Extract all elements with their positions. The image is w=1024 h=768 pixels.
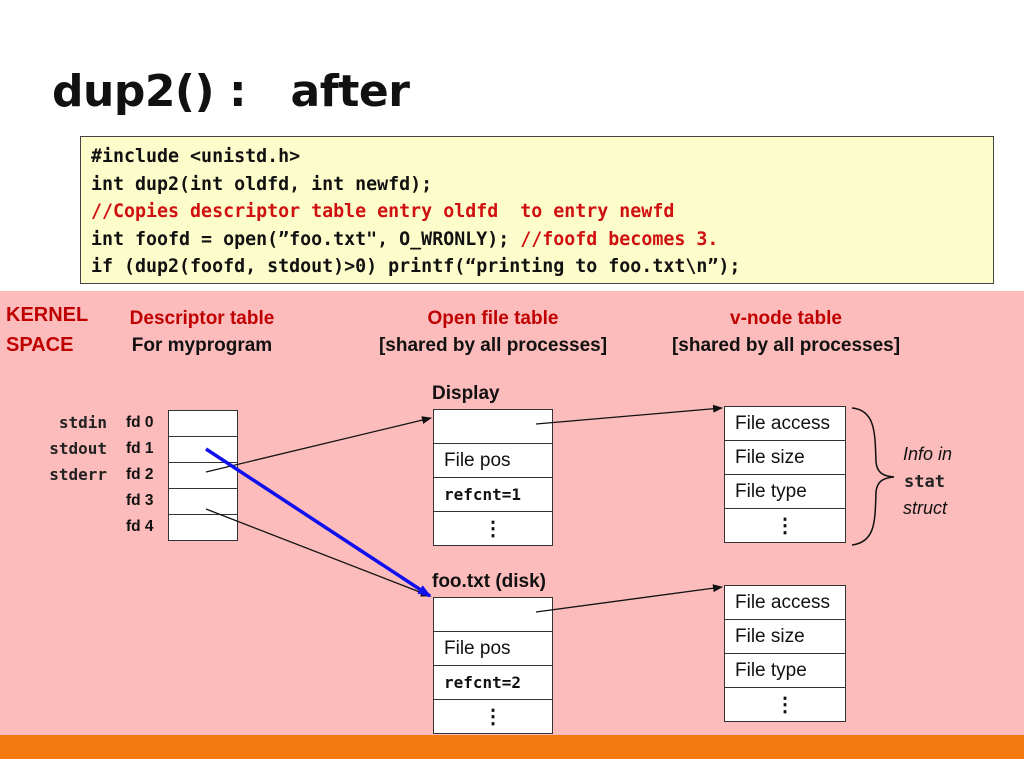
arrow-fd3-to-foo xyxy=(205,508,431,597)
code-box: #include <unistd.h> int dup2(int oldfd, … xyxy=(80,136,994,284)
info-line2: stat xyxy=(904,472,945,492)
fd-label-2: fd 2 xyxy=(126,466,154,483)
descriptor-table-title: Descriptor table xyxy=(129,308,275,329)
vnode1-type: File type xyxy=(735,480,807,502)
open-file-foo-refcnt: refcnt=2 xyxy=(444,673,522,692)
vertical-ellipsis-icon: ⋮ xyxy=(775,694,795,716)
fd-label-4: fd 4 xyxy=(126,518,154,535)
vnode1-access: File access xyxy=(735,412,831,434)
open-file-display-refcnt-cell: refcnt=1 xyxy=(433,477,553,512)
vnode1-size: File size xyxy=(735,446,805,468)
info-line3: struct xyxy=(903,498,948,518)
vnode-table-subtitle: [shared by all processes] xyxy=(671,335,901,356)
open-file-display-flags-cell xyxy=(433,409,553,444)
code-line-dup2: if (dup2(foofd, stdout)>0) printf(“print… xyxy=(91,256,741,277)
open-file-display-more-cell: ⋮ xyxy=(433,511,553,546)
slide-title: dup2() : after xyxy=(52,66,410,117)
vnode1-more-cell: ⋮ xyxy=(724,508,846,543)
open-file-display-pos: File pos xyxy=(444,449,511,471)
code-line-include: #include <unistd.h> xyxy=(91,146,301,167)
open-file-display-refcnt: refcnt=1 xyxy=(444,485,522,504)
vnode-table-title: v-node table xyxy=(730,308,842,329)
std-name-stderr: stderr xyxy=(49,465,107,484)
vnode2-access: File access xyxy=(735,591,831,613)
kernel-label-line1: KERNEL xyxy=(6,304,89,326)
vnode2-more-cell: ⋮ xyxy=(724,687,846,722)
info-line1: Info in xyxy=(903,444,953,464)
open-file-table-subtitle: [shared by all processes] xyxy=(378,335,608,356)
vnode2-size-cell: File size xyxy=(724,619,846,654)
arrow-foo-to-vnode xyxy=(535,584,723,613)
descriptor-cell-fd4 xyxy=(168,514,238,541)
descriptor-table-subtitle: For myprogram xyxy=(131,335,273,356)
open-file-foo-pos-cell: File pos xyxy=(433,631,553,666)
code-open-comment: //foofd becomes 3. xyxy=(520,228,719,250)
vertical-ellipsis-icon: ⋮ xyxy=(483,518,503,540)
arrow-display-to-vnode xyxy=(535,404,723,425)
kernel-space-label: KERNEL SPACE xyxy=(6,300,88,360)
curly-brace-icon xyxy=(851,407,895,546)
open-file-foo-more-cell: ⋮ xyxy=(433,699,553,734)
std-name-stdin: stdin xyxy=(58,413,107,432)
arrow-fd2-to-display xyxy=(205,416,432,473)
std-name-stdout: stdout xyxy=(49,439,107,458)
open-file-table-title: Open file table xyxy=(427,308,559,329)
descriptor-cell-fd0 xyxy=(168,410,238,437)
kernel-label-line2: SPACE xyxy=(6,334,74,356)
fd-label-1: fd 1 xyxy=(126,440,154,457)
vertical-ellipsis-icon: ⋮ xyxy=(483,706,503,728)
open-file-foo-refcnt-cell: refcnt=2 xyxy=(433,665,553,700)
open-file-label-foo: foo.txt (disk) xyxy=(432,571,546,592)
vertical-ellipsis-icon: ⋮ xyxy=(775,515,795,537)
descriptor-cell-fd1 xyxy=(168,436,238,463)
footer-bar xyxy=(0,735,1024,759)
code-line-prototype: int dup2(int oldfd, int newfd); xyxy=(91,173,433,195)
vnode1-size-cell: File size xyxy=(724,440,846,475)
code-line-open: int foofd = open(”foo.txt", O_WRONLY); /… xyxy=(91,226,993,254)
vnode2-access-cell: File access xyxy=(724,585,846,620)
open-file-label-display: Display xyxy=(432,383,500,404)
open-file-foo-pos: File pos xyxy=(444,637,511,659)
vnode2-size: File size xyxy=(735,625,805,647)
fd-label-0: fd 0 xyxy=(126,414,154,431)
code-open-call: int foofd = open(”foo.txt", O_WRONLY); xyxy=(91,228,521,250)
arrow-fd1-to-foo-dup2 xyxy=(205,447,432,598)
open-file-foo-flags-cell xyxy=(433,597,553,632)
code-line-comment: //Copies descriptor table entry oldfd to… xyxy=(91,201,675,222)
vnode2-type-cell: File type xyxy=(724,653,846,688)
vnode2-type: File type xyxy=(735,659,807,681)
fd-label-3: fd 3 xyxy=(126,492,154,509)
